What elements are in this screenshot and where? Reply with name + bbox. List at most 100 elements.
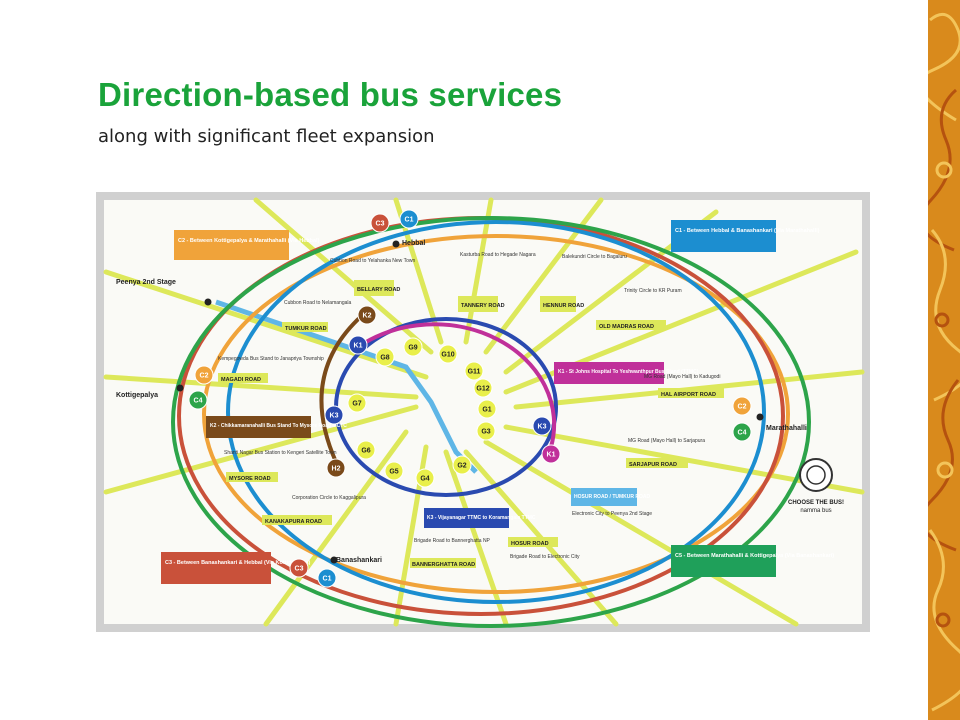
route-box-c5-text: C5 - Between Marathahalli & Kottigepalya… [675, 553, 834, 559]
route-badge-label: G5 [389, 469, 398, 476]
route-badges: C1C1C2C2C3C3C4C4K1K1K2K3K3H2G1G2G3G4G5G6… [188, 209, 752, 588]
route-badge-c4 [188, 390, 208, 410]
route-badge-g9 [403, 337, 423, 357]
route-note: Electronic City to Peenya 2nd Stage [572, 511, 652, 517]
route-badge-label: C1 [405, 217, 414, 224]
route-badge-label: C3 [376, 221, 385, 228]
route-box-hosur-tumkur [571, 488, 637, 506]
road-label-old-madras: OLD MADRAS ROAD [599, 324, 654, 330]
route-badge-label: K3 [330, 413, 339, 420]
route-box-k1-text: K1 - St Johns Hospital To Yeshwanthpur B… [558, 369, 699, 375]
road-label-kanakapura: KANAKAPURA ROAD [265, 519, 322, 525]
route-badge-label: G3 [481, 429, 490, 436]
route-badge-g10 [438, 344, 458, 364]
route-note: Kempegowda Bus Stand to Janapriya Townsh… [218, 356, 324, 362]
road-label-tumkur: TUMKUR ROAD [285, 326, 327, 332]
route-badge-h2 [326, 458, 346, 478]
junction-dot [204, 298, 212, 306]
road-label-bg [658, 388, 724, 398]
route-note: Kasturba Road to Hegade Nagara [460, 252, 536, 258]
swirl [928, 12, 960, 122]
line-h-brown [319, 310, 368, 463]
swirl-dot [936, 461, 954, 479]
route-badge-g4 [415, 468, 435, 488]
route-badge-label: G4 [420, 476, 429, 483]
route-badge-g12 [473, 378, 493, 398]
road-label-sarjapur: SARJAPUR ROAD [629, 462, 677, 468]
route-note: Brigade Road to Bannerghatta NP [414, 538, 491, 544]
place-peenya: Peenya 2nd Stage [116, 279, 176, 286]
route-badge-c1 [399, 209, 419, 229]
route-note: Corporation Circle to Kaggalipura [292, 495, 366, 501]
route-badge-label: C2 [200, 373, 209, 380]
route-badge-label: G11 [468, 369, 481, 376]
route-badge-g2 [452, 455, 472, 475]
place-banashankari: Banashankari [336, 557, 382, 564]
route-badge-k3 [324, 405, 344, 425]
road-line [103, 404, 419, 495]
junction-dot [756, 413, 764, 421]
logo-line1: CHOOSE THE BUS! [788, 500, 844, 506]
route-note: Cubbon Road to Yelahanka New Town [330, 258, 415, 264]
route-badge-g1 [477, 399, 497, 419]
logo-line2: namma bus [800, 508, 831, 514]
route-box-k3 [424, 508, 509, 528]
junction-dots [176, 240, 764, 564]
route-badge-c4 [732, 422, 752, 442]
route-box-k1 [554, 362, 664, 384]
road-label-bg [262, 515, 332, 525]
route-badge-c3 [370, 213, 390, 233]
ring-c2 [202, 234, 790, 594]
route-box-c1 [671, 220, 776, 252]
logo-emblem-inner [806, 465, 826, 485]
road-line [443, 449, 509, 627]
ring-c1 [226, 220, 766, 604]
logo-emblem-icon [799, 458, 833, 492]
namma-bus-logo: CHOOSE THE BUS! namma bus [788, 458, 844, 514]
route-box-c2 [174, 230, 289, 260]
route-badge-c3 [289, 558, 309, 578]
road-label-mysore: MYSORE ROAD [229, 476, 271, 482]
route-badge-label: C3 [295, 566, 304, 573]
route-note: Shanti Nagar Bus Station to Kengeri Sate… [224, 450, 337, 456]
route-badge-label: G12 [476, 386, 489, 393]
route-note: Cubbon Road to Nelamangala [284, 300, 351, 306]
route-badge-g5 [384, 461, 404, 481]
place-hebbal: Hebbal [402, 240, 425, 247]
place-marathahalli: Marathahalli [766, 425, 807, 432]
route-box-c5 [671, 545, 776, 577]
route-badge-label: K1 [547, 452, 556, 459]
route-badge-g7 [347, 393, 367, 413]
route-box-k2-text: K2 - Chikkamaranahalli Bus Stand To Myso… [210, 423, 347, 429]
road-label-tannery: TANNERY ROAD [461, 303, 505, 309]
slide-title: Direction-based bus services [98, 76, 563, 113]
route-badge-k1 [348, 335, 368, 355]
route-badge-label: K3 [538, 424, 547, 431]
route-badge-label: G1 [482, 407, 491, 414]
route-notes: Cubbon Road to Yelahanka New Town Kastur… [218, 252, 720, 560]
route-box-c3 [161, 552, 271, 584]
strip-swirls [928, 12, 960, 712]
route-badge-label: G2 [457, 463, 466, 470]
route-badge-k1 [541, 444, 561, 464]
route-badge-label: C2 [738, 404, 747, 411]
road-label-magadi: MAGADI ROAD [221, 377, 261, 383]
route-badge-k3 [532, 416, 552, 436]
road-line [263, 429, 409, 627]
route-boxes: C2 - Between Kottigepalya & Marathahalli… [161, 220, 834, 584]
road-line [103, 374, 419, 400]
route-badge-label: H2 [332, 466, 341, 473]
swirl-dot [935, 161, 953, 179]
route-badge-label: K2 [363, 313, 372, 320]
route-badge-k2 [357, 305, 377, 325]
road-label-hennur: HENNUR ROAD [543, 303, 584, 309]
route-badge-label: G9 [408, 345, 417, 352]
road-labels: BELLARY ROAD TANNERY ROAD HENNUR ROAD OL… [218, 280, 724, 568]
ring-g-magenta [356, 322, 557, 448]
route-box-k3-text: K3 - Vijayanagar TTMC to Koramangala TTM… [427, 515, 536, 521]
route-badge-label: C1 [323, 576, 332, 583]
route-note: MG Road (Mayo Hall) to Sarjapura [628, 438, 705, 444]
route-badge-label: G8 [380, 355, 389, 362]
route-box-hosur-tumkur-text: HOSUR ROAD / TUMKUR ROAD [574, 494, 650, 500]
decorative-side-strip [928, 0, 960, 720]
